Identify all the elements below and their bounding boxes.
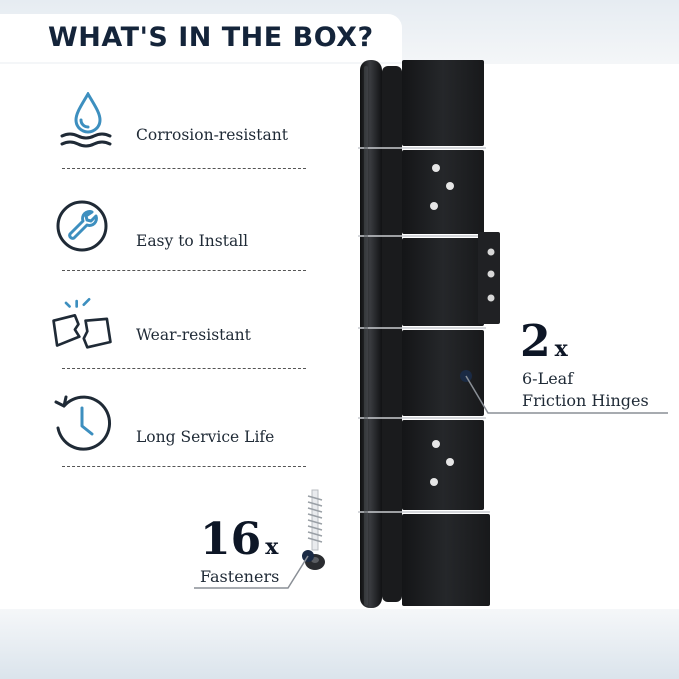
- feature-long-service-life: Long Service Life: [50, 392, 306, 472]
- feature-divider: [62, 368, 306, 369]
- quantity-x: x: [554, 336, 568, 362]
- feature-wear-resistant: Wear-resistant: [50, 294, 306, 374]
- feature-divider: [62, 466, 306, 467]
- broken-tile-icon: [52, 298, 112, 349]
- title-banner: [0, 14, 402, 62]
- footer-background: [0, 609, 679, 679]
- clock-icon: [54, 395, 112, 451]
- feature-divider: [62, 168, 306, 169]
- feature-label: Corrosion-resistant: [136, 126, 288, 144]
- hinges-label: 6-Leaf Friction Hinges: [522, 368, 649, 412]
- feature-label: Long Service Life: [136, 428, 275, 446]
- water-drop-icon: [60, 92, 112, 148]
- page-title: WHAT'S IN THE BOX?: [48, 22, 374, 53]
- feature-divider: [62, 270, 306, 271]
- hinges-label-line2: Friction Hinges: [522, 391, 649, 410]
- hinges-count: 2: [520, 316, 551, 367]
- fasteners-callout-line: [194, 550, 314, 589]
- feature-label: Easy to Install: [136, 232, 249, 250]
- feature-easy-to-install: Easy to Install: [50, 196, 306, 276]
- hinges-label-line1: 6-Leaf: [522, 369, 574, 388]
- quantity-x: x: [265, 534, 279, 560]
- fasteners-count: 16: [200, 514, 262, 565]
- wrench-icon: [56, 200, 108, 252]
- feature-label: Wear-resistant: [136, 326, 251, 344]
- fasteners-label: Fasteners: [200, 567, 280, 586]
- hinge-image: [358, 60, 500, 608]
- hinges-callout-line: [460, 370, 668, 414]
- feature-corrosion-resistant: Corrosion-resistant: [50, 92, 306, 172]
